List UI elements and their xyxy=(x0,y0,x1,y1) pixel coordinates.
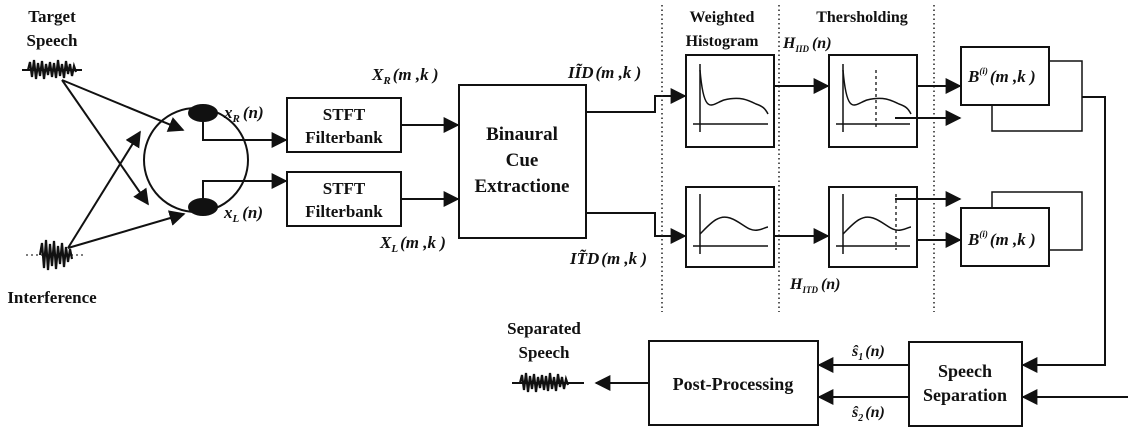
arrow-target-to-left-mic xyxy=(61,79,149,206)
arrow-target-to-right-mic xyxy=(61,79,185,132)
speech-separation-label-line2: Separation xyxy=(923,385,1007,405)
separated-speech-label-line2: Speech xyxy=(519,343,571,362)
iid-cue-label: IĨD(m ,k ) xyxy=(567,63,641,82)
left-microphone-icon xyxy=(188,198,218,216)
arrow-interference-to-left-mic xyxy=(67,210,186,249)
stft-left-label-line2: Filterbank xyxy=(305,202,383,221)
stft-left-label-line1: STFT xyxy=(323,179,366,198)
itd-cue-label: IT̃D(m ,k ) xyxy=(569,249,647,268)
stft-filterbank-left-box xyxy=(286,171,402,227)
binaural-label-line1: Binaural xyxy=(486,124,558,145)
xl-signal-label: xL(n) xyxy=(223,203,263,225)
itd-histogram-box xyxy=(685,186,775,268)
stft-right-label-line2: Filterbank xyxy=(305,128,383,147)
binaural-cue-extraction-box xyxy=(458,84,587,239)
arrow-right-mic-to-stft xyxy=(202,122,288,148)
h-iid-label: HIID(n) xyxy=(782,35,832,54)
s2-signal-label: ŝ2(n) xyxy=(851,404,885,424)
separated-waveform-icon xyxy=(512,372,584,393)
separated-speech-label-line1: Separated xyxy=(507,319,581,338)
arrow-left-mic-to-stft xyxy=(202,173,288,198)
h-itd-label: HITD(n) xyxy=(789,276,841,295)
right-microphone-icon xyxy=(188,104,218,122)
xr-signal-label: xR(n) xyxy=(223,103,264,125)
target-waveform-icon xyxy=(22,59,82,80)
target-speech-label-line2: Speech xyxy=(27,31,79,50)
iid-histogram-box xyxy=(685,54,775,148)
arrow-iid-to-histogram xyxy=(586,88,687,113)
binary-mask-top-box xyxy=(960,46,1083,132)
speech-separation-label-line1: Speech xyxy=(938,361,992,381)
target-speech-label-line1: Target xyxy=(28,7,76,26)
arrow-itd-to-histogram xyxy=(586,212,687,244)
stft-right-label-line1: STFT xyxy=(323,105,366,124)
itd-threshold-box xyxy=(828,186,918,268)
interference-label: Interference xyxy=(7,288,97,307)
binary-mask-bottom-box xyxy=(960,191,1083,267)
stft-filterbank-right-box xyxy=(286,97,402,153)
speech-separation-box xyxy=(908,341,1023,427)
thresholding-title: Thersholding xyxy=(816,9,908,26)
weighted-histogram-title-line1: Weighted xyxy=(690,9,755,26)
arrow-interference-to-right-mic xyxy=(67,130,141,249)
s1-signal-label: ŝ1(n) xyxy=(851,343,885,363)
XR-spectrum-label: XR(m ,k ) xyxy=(371,65,438,87)
b-bottom-label: B(i)(m ,k ) xyxy=(967,229,1036,249)
iid-threshold-box xyxy=(828,54,918,148)
binaural-label-line3: Extractione xyxy=(475,176,570,197)
post-processing-box xyxy=(648,340,819,426)
arrow-b-top-to-separation xyxy=(1021,96,1106,373)
post-processing-label: Post-Processing xyxy=(673,374,794,394)
b-top-label: B(i)(m ,k ) xyxy=(967,66,1036,86)
weighted-histogram-title-line2: Histogram xyxy=(686,33,760,50)
XL-spectrum-label: XL(m ,k ) xyxy=(379,233,446,255)
binaural-label-line2: Cue xyxy=(506,150,539,171)
interference-waveform-icon xyxy=(26,239,84,271)
